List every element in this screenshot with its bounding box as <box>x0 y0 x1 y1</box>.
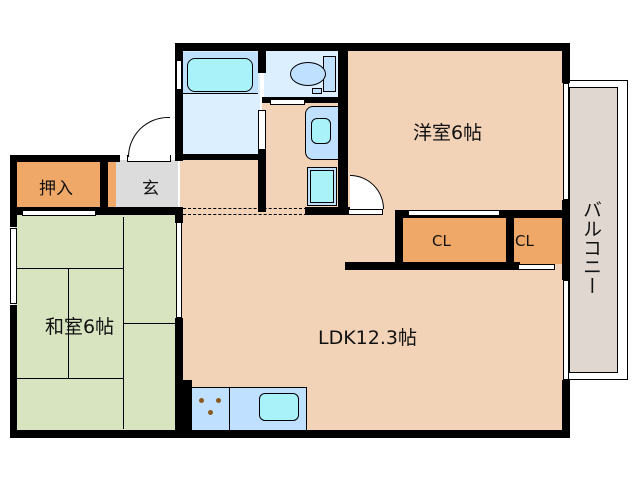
wall <box>175 43 570 51</box>
wall <box>258 43 266 73</box>
wall <box>10 155 120 162</box>
stove-burner-icon <box>216 398 221 403</box>
oshiire-label: 押入 <box>39 179 73 199</box>
tatami-line <box>68 268 69 378</box>
door-opening <box>22 210 96 216</box>
entry-door-swing <box>128 117 170 157</box>
wall <box>338 43 348 215</box>
closet1-label: CL <box>432 232 451 250</box>
window <box>563 83 569 200</box>
genkan-label: 玄 <box>142 179 159 199</box>
toilet-bowl <box>290 62 326 86</box>
wall <box>182 380 192 438</box>
wall <box>562 380 570 435</box>
kitchen-divider <box>229 387 230 431</box>
wall <box>10 155 17 227</box>
wall <box>175 207 183 223</box>
ldk-label: LDK12.3帖 <box>318 327 417 349</box>
wall <box>506 210 514 265</box>
dashed-partition <box>183 208 307 215</box>
wall <box>10 430 570 438</box>
wall <box>100 160 108 212</box>
window <box>563 280 569 380</box>
kitchen-sink <box>259 393 299 421</box>
western-room-label: 洋室6帖 <box>413 122 483 144</box>
tatami-line <box>17 268 124 269</box>
closet1 <box>403 216 506 264</box>
window <box>176 60 182 90</box>
tatami-line <box>123 323 176 324</box>
closet2-label: CL <box>515 232 534 250</box>
wall <box>395 210 403 265</box>
door-opening <box>518 264 555 270</box>
balcony-label: バルコニー <box>580 200 602 295</box>
bath-tub <box>187 58 253 92</box>
door-opening <box>408 210 500 216</box>
tatami-line <box>17 378 124 379</box>
window <box>10 228 17 304</box>
wall <box>258 150 266 212</box>
wall <box>10 207 183 215</box>
wall <box>175 43 183 161</box>
stove-burner-icon <box>208 410 213 415</box>
door-opening <box>258 110 266 150</box>
wall <box>562 43 570 83</box>
japanese-room-label: 和室6帖 <box>45 316 115 338</box>
wall <box>345 262 520 270</box>
genkan <box>116 160 178 210</box>
wash-basin <box>311 118 331 144</box>
wall <box>562 200 570 280</box>
oshiire <box>15 160 103 210</box>
wall <box>10 305 17 435</box>
door-opening <box>348 209 383 215</box>
door-opening <box>270 99 305 105</box>
window <box>176 222 182 318</box>
wall <box>305 207 350 215</box>
japanese-room <box>15 212 178 432</box>
wall <box>175 318 183 438</box>
toilet-seat-tab <box>312 88 322 94</box>
stove-burner-icon <box>199 398 204 403</box>
oshiire-side <box>108 160 116 210</box>
wall <box>175 154 265 160</box>
washing-machine-inner <box>310 170 334 203</box>
closet2 <box>514 216 563 264</box>
